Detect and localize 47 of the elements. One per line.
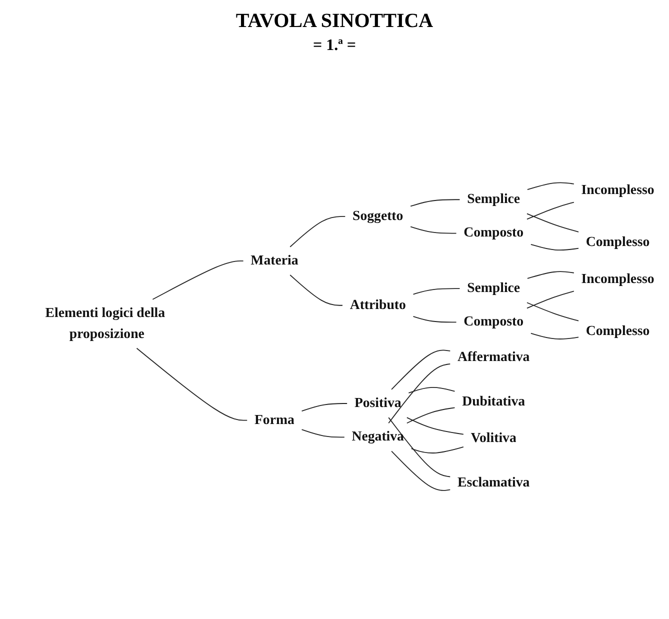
node-text: Incomplesso xyxy=(581,272,654,287)
node-text: Complesso xyxy=(586,324,650,339)
node-text: Complesso xyxy=(586,235,650,250)
connector xyxy=(136,348,248,421)
connector xyxy=(530,244,579,251)
node-text: Dubitativa xyxy=(462,394,526,410)
connector xyxy=(391,450,451,492)
node-text: Positiva xyxy=(354,396,402,411)
node-text: Elementi logici della proposizione xyxy=(45,306,166,342)
node-text: Esclamativa xyxy=(458,476,530,491)
connector xyxy=(410,199,460,207)
connector xyxy=(301,429,345,438)
node-text: Soggetto xyxy=(352,209,404,224)
node-text: Semplice xyxy=(467,192,520,207)
connector xyxy=(526,302,579,322)
title: TAVOLA SINOTTICA xyxy=(236,10,434,33)
connector xyxy=(527,182,574,190)
connector xyxy=(410,226,457,234)
connector xyxy=(527,271,574,280)
node-text: Negativa xyxy=(352,430,404,444)
node-text: Composto xyxy=(464,314,524,330)
connector xyxy=(530,333,579,340)
connector xyxy=(152,260,244,300)
connector xyxy=(301,403,348,412)
connector xyxy=(406,407,456,424)
connector xyxy=(410,446,464,454)
connector xyxy=(408,387,456,394)
node-text: Affermativa xyxy=(458,350,530,365)
node-text: Volitiva xyxy=(470,431,516,446)
connector xyxy=(412,316,457,323)
node-text: Attributo xyxy=(350,298,406,313)
connector xyxy=(406,417,464,435)
node-text: Incomplesso xyxy=(581,182,654,198)
connector xyxy=(388,364,451,424)
connector xyxy=(290,216,346,248)
connector xyxy=(290,274,343,306)
node-text: Semplice xyxy=(467,281,520,296)
connector xyxy=(526,290,574,309)
connector xyxy=(526,202,574,220)
connector xyxy=(388,417,451,478)
connector xyxy=(412,288,460,295)
connector xyxy=(391,350,451,390)
connector xyxy=(526,213,579,233)
node-text: Forma xyxy=(254,412,294,428)
node-text: Composto xyxy=(464,226,524,241)
node-text: Materia xyxy=(250,253,298,268)
section-number: = 1.ª = xyxy=(312,37,356,55)
